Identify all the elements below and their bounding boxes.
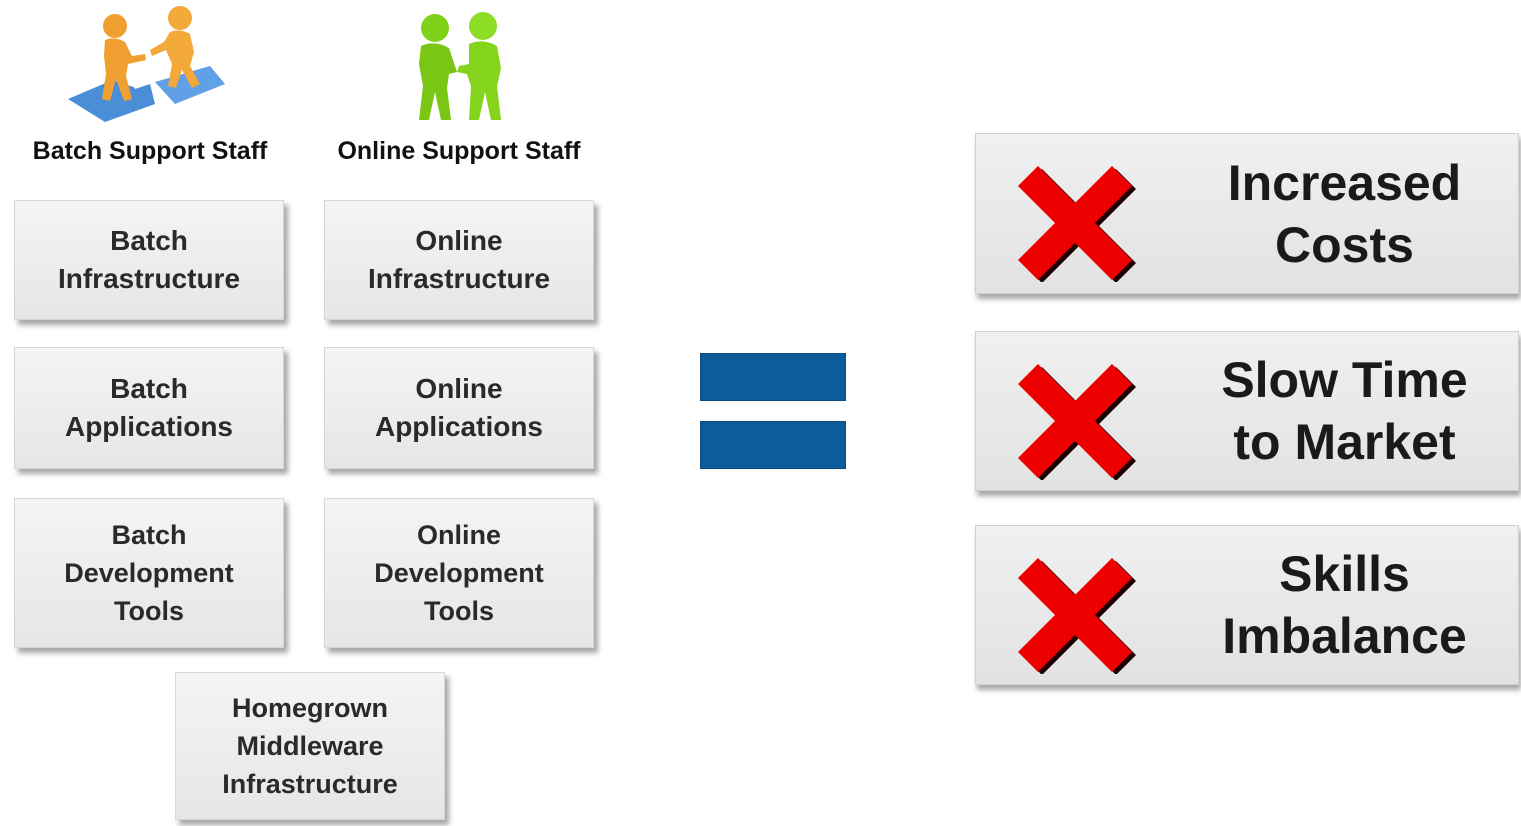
outcome-skills-imbalance: Skills Imbalance [975,525,1519,685]
outcome-text: Increased Costs [1227,154,1462,273]
red-x-icon [1014,552,1136,679]
online-staff-icon [405,8,515,126]
online-applications-box: Online Applications [324,347,594,469]
equals-top-bar [700,353,846,401]
batch-development-tools-box: Batch Development Tools [14,498,284,648]
middleware-box: Homegrown Middleware Infrastructure [175,672,445,820]
red-x-icon [1014,358,1136,485]
online-support-staff-label: Online Support Staff [337,137,581,165]
outcome-slow-time-to-market: Slow Time to Market [975,331,1519,491]
batch-infrastructure-box: Batch Infrastructure [14,200,284,320]
equals-bottom-bar [700,421,846,469]
outcome-text: Slow Time to Market [1221,352,1468,470]
online-infrastructure-box: Online Infrastructure [324,200,594,320]
outcome-text: Skills Imbalance [1222,546,1467,664]
batch-applications-box: Batch Applications [14,347,284,469]
batch-staff-icon [60,4,235,124]
outcome-increased-costs: Increased Costs [975,133,1519,294]
online-development-tools-box: Online Development Tools [324,498,594,648]
red-x-icon [1014,160,1136,287]
batch-support-staff-label: Batch Support Staff [32,137,268,165]
